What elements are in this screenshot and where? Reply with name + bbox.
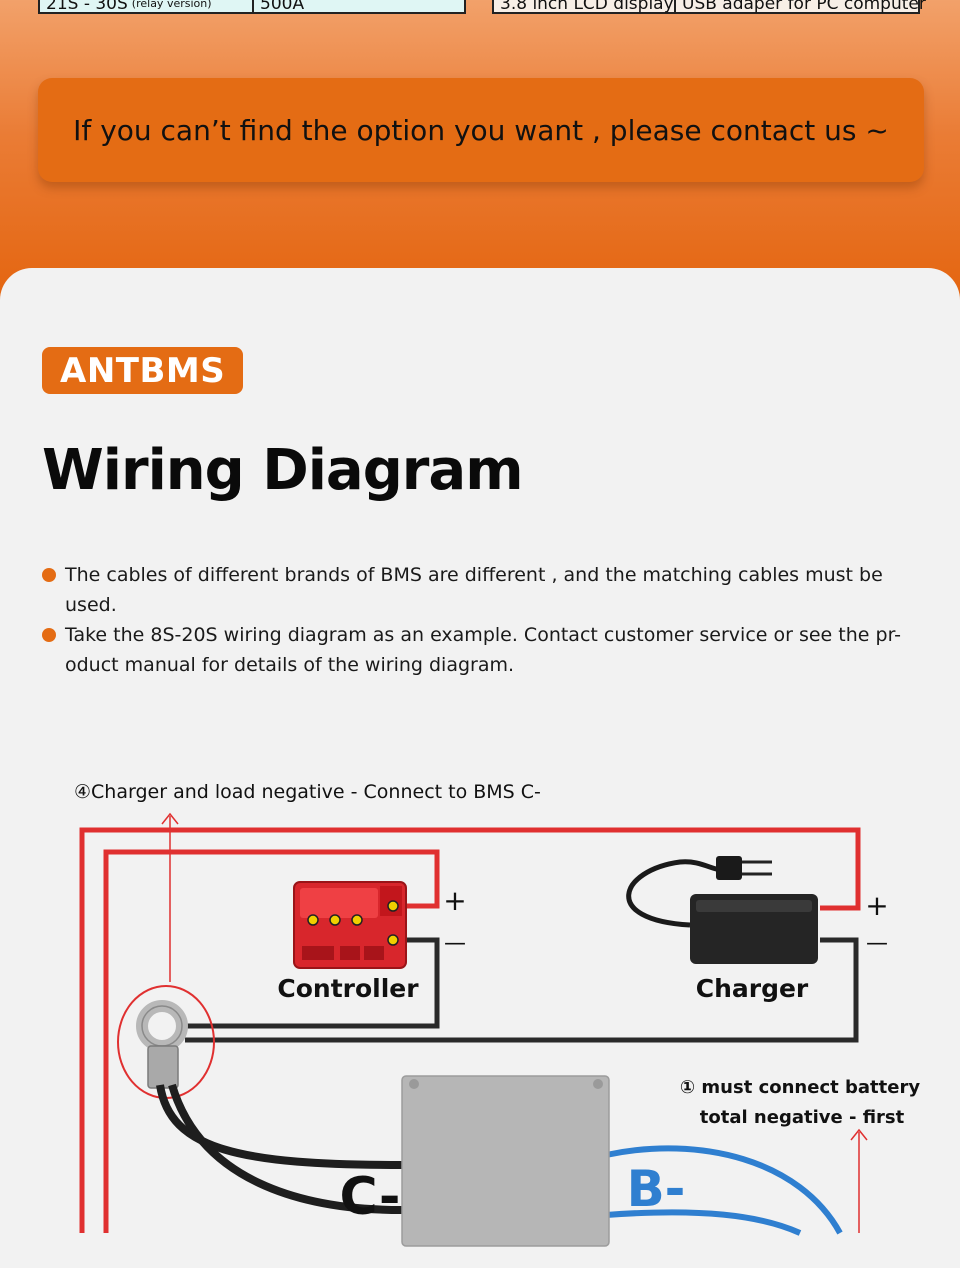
arrow-up-icon bbox=[161, 812, 179, 825]
wiring-diagram: ④Charger and load negative - Connect to … bbox=[74, 781, 920, 1247]
note-battery-negative-line2: total negative - first bbox=[700, 1107, 905, 1128]
cable-c-minus-1 bbox=[156, 1084, 403, 1169]
cable-b-minus-2 bbox=[605, 1209, 802, 1236]
bullet-item: Take the 8S-20S wiring diagram as an exa… bbox=[42, 620, 922, 680]
b-minus-label: B- bbox=[627, 1160, 686, 1218]
controller-device bbox=[293, 881, 407, 969]
bullet-text: The cables of different brands of BMS ar… bbox=[65, 564, 883, 616]
ring-terminal-icon bbox=[136, 1000, 188, 1089]
spec-cell-current: 500A bbox=[252, 0, 310, 13]
charger-label: Charger bbox=[696, 974, 809, 1003]
bms-unit bbox=[401, 1075, 610, 1247]
wire-outer-positive bbox=[79, 827, 861, 1233]
spec-cell-usb: USB adaper for PC computer bbox=[674, 0, 932, 13]
spec-cell-display: 3.8 inch LCD display bbox=[500, 0, 674, 14]
bullet-text: Take the 8S-20S wiring diagram as an exa… bbox=[65, 624, 902, 676]
wire-charger-negative bbox=[185, 937, 859, 1043]
cable-c-minus-2 bbox=[168, 1083, 403, 1214]
bullet-dot-icon bbox=[42, 628, 56, 642]
spec-row-right: 3.8 inch LCD display USB adaper for PC c… bbox=[492, 0, 926, 14]
arrow-up-icon bbox=[850, 1128, 868, 1141]
charger-device bbox=[626, 856, 818, 964]
spec-cell-series: 21S - 30S (relay version) bbox=[40, 0, 252, 14]
bullet-dot-icon bbox=[42, 568, 56, 582]
controller-plus-sign: + bbox=[443, 884, 466, 917]
spec-series-text: 21S - 30S bbox=[46, 0, 128, 14]
charger-plus-sign: + bbox=[865, 889, 888, 922]
note-charger-load-negative: ④Charger and load negative - Connect to … bbox=[74, 781, 541, 803]
contact-banner[interactable]: If you can’t find the option you want , … bbox=[38, 78, 924, 182]
cable-b-minus-1 bbox=[605, 1145, 843, 1235]
spec-row-left: 21S - 30S (relay version) 500A bbox=[38, 0, 466, 14]
controller-minus-sign: — bbox=[444, 931, 466, 956]
top-orange-header: 21S - 30S (relay version) 500A 3.8 inch … bbox=[0, 0, 960, 300]
spec-relay-note: (relay version) bbox=[131, 0, 212, 10]
c-minus-label: C- bbox=[340, 1167, 401, 1227]
wire-controller-positive bbox=[103, 849, 440, 1233]
page-title: Wiring Diagram bbox=[42, 438, 524, 503]
bullet-item: The cables of different brands of BMS ar… bbox=[42, 560, 922, 620]
controller-label: Controller bbox=[277, 974, 419, 1003]
contact-banner-text: If you can’t find the option you want , … bbox=[73, 113, 889, 147]
charger-minus-sign: — bbox=[866, 931, 888, 956]
note-battery-negative-line1: ① must connect battery bbox=[680, 1077, 920, 1098]
brand-badge: ANTBMS bbox=[42, 347, 244, 394]
brand-badge-text: ANTBMS bbox=[60, 350, 226, 391]
wire-controller-negative bbox=[185, 937, 440, 1029]
